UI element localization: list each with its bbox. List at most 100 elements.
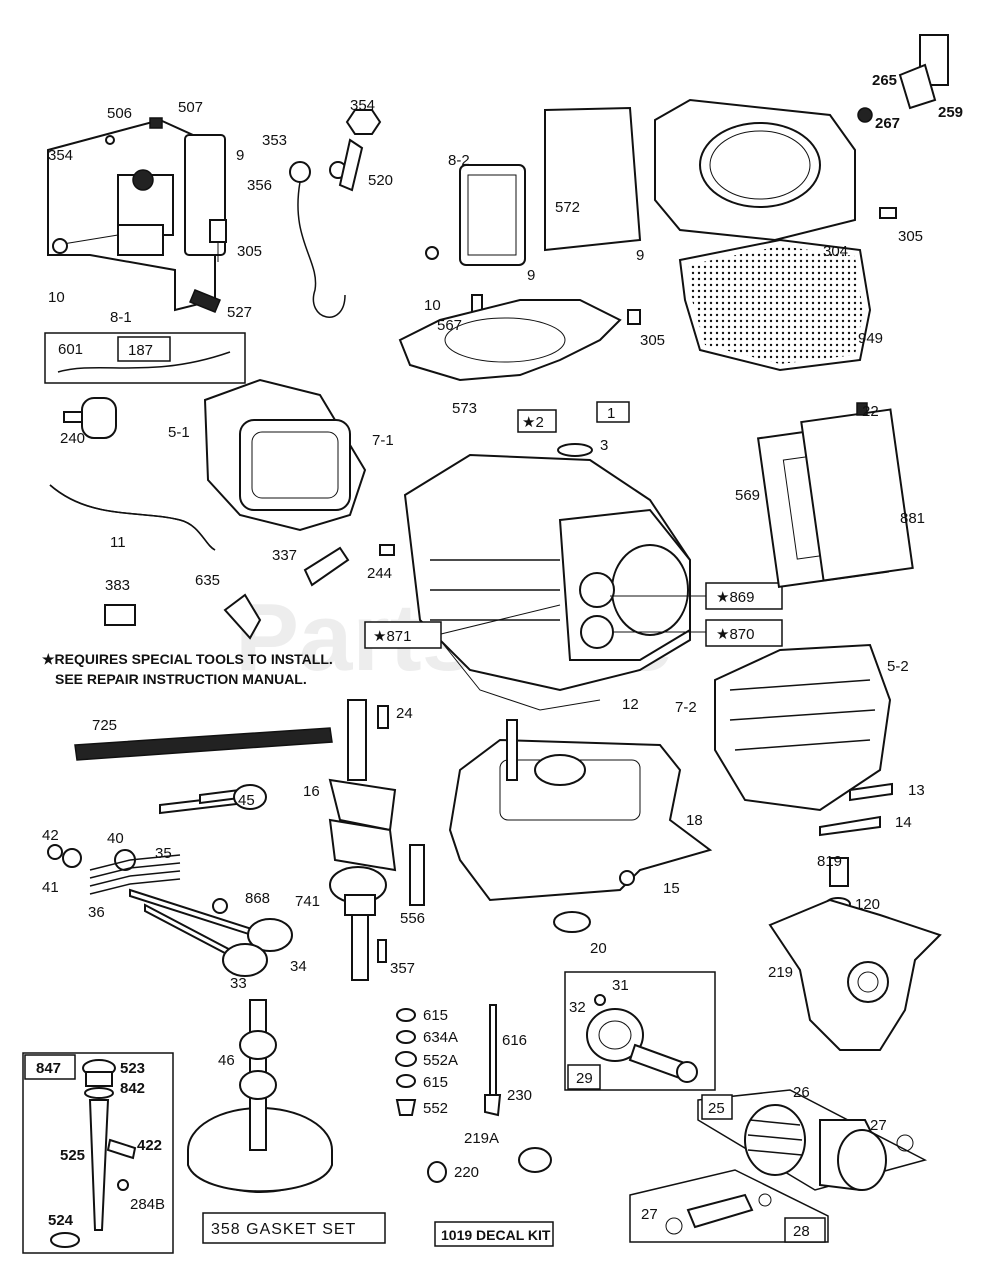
callout-41: 41 xyxy=(42,879,59,896)
callout-29-box xyxy=(567,1064,601,1090)
callout-8-1: 8-1 xyxy=(110,309,132,326)
callout-527: 527 xyxy=(227,304,252,321)
callout-3: 3 xyxy=(600,437,608,454)
callout-520: 520 xyxy=(368,172,393,189)
callout-842: 842 xyxy=(120,1080,145,1097)
callout-949: 949 xyxy=(858,330,883,347)
air-guide-panel-part xyxy=(398,106,642,382)
callout-868: 868 xyxy=(245,890,270,907)
callout-20: 20 xyxy=(590,940,607,957)
callout-25: 25 xyxy=(708,1100,725,1117)
callout-304: 304 xyxy=(823,243,848,260)
callout-552: 552 xyxy=(423,1100,448,1117)
callout-881: 881 xyxy=(900,510,925,527)
callout-725: 725 xyxy=(92,717,117,734)
callout-635: 635 xyxy=(195,572,220,589)
callout-220: 220 xyxy=(454,1164,479,1181)
gasket-set-label: 358 GASKET SET xyxy=(211,1221,356,1238)
callout-36: 36 xyxy=(88,904,105,921)
piston-pin-part xyxy=(665,1193,772,1235)
callout-284b: 284B xyxy=(130,1196,165,1213)
notice-line-1: ★REQUIRES SPECIAL TOOLS TO INSTALL. xyxy=(42,651,333,667)
callout-34: 34 xyxy=(290,958,307,975)
callout-524: 524 xyxy=(48,1212,74,1229)
callout-187-box xyxy=(117,336,171,362)
callout-16: 16 xyxy=(303,783,320,800)
callout-42: 42 xyxy=(42,827,59,844)
callout-46: 46 xyxy=(218,1052,235,1069)
callout-305: 305 xyxy=(237,243,262,260)
callout-847: 847 xyxy=(36,1060,61,1077)
callout-11: 11 xyxy=(110,534,126,551)
callout-870-box xyxy=(705,619,783,647)
callout-552a: 552A xyxy=(423,1052,458,1069)
callout-10: 10 xyxy=(424,297,441,314)
callout-2-box xyxy=(517,409,557,433)
callout-5-2: 5-2 xyxy=(887,658,909,675)
callout-35: 35 xyxy=(155,845,172,862)
air-screen-mesh xyxy=(688,246,863,364)
camshaft-part xyxy=(187,999,333,1193)
callout-13: 13 xyxy=(908,782,925,799)
governor-small-parts xyxy=(395,1004,552,1183)
connecting-rod-part xyxy=(586,994,698,1083)
callout-422: 422 xyxy=(137,1137,162,1154)
callout-9: 9 xyxy=(527,267,535,284)
callout-25-box xyxy=(701,1094,733,1120)
callout-572: 572 xyxy=(555,199,580,216)
callout-819: 819 xyxy=(817,853,842,870)
callout-32: 32 xyxy=(569,999,586,1016)
callout-7-1: 7-1 xyxy=(372,432,394,449)
callout-5-1: 5-1 xyxy=(168,424,190,441)
notice-line-2: SEE REPAIR INSTRUCTION MANUAL. xyxy=(55,671,307,687)
callout-7-2: 7-2 xyxy=(675,699,697,716)
callout-265: 265 xyxy=(872,72,897,89)
callout-230: 230 xyxy=(507,1087,532,1104)
callout-871: ★871 xyxy=(373,628,411,645)
piston-part xyxy=(744,1104,914,1192)
callout-354: 354 xyxy=(48,147,73,164)
crankcase-cover-part xyxy=(409,719,713,933)
callout-219: 219 xyxy=(768,964,793,981)
callout-33: 33 xyxy=(230,975,247,992)
decal-kit-box xyxy=(434,1221,554,1247)
callout-219a: 219A xyxy=(464,1130,499,1147)
callout-869-box xyxy=(705,582,783,610)
callout-615: 615 xyxy=(423,1074,448,1091)
callout-14: 14 xyxy=(895,814,912,831)
callout-9: 9 xyxy=(636,247,644,264)
cylinder-block-part xyxy=(379,443,691,711)
callout-267: 267 xyxy=(875,115,900,132)
callout-26: 26 xyxy=(793,1084,810,1101)
head-gasket-right-part xyxy=(714,402,914,837)
callout-870: ★870 xyxy=(716,626,754,643)
callout-8-2: 8-2 xyxy=(448,152,470,169)
decal-kit-label: 1019 DECAL KIT xyxy=(441,1227,551,1243)
callout-871-box xyxy=(364,621,442,649)
callout-383: 383 xyxy=(105,577,130,594)
governor-bracket-part xyxy=(768,857,942,1051)
callout-507: 507 xyxy=(178,99,203,116)
callout-259: 259 xyxy=(938,104,963,121)
callout-556: 556 xyxy=(400,910,425,927)
callout-27: 27 xyxy=(641,1206,658,1223)
callout-353: 353 xyxy=(262,132,287,149)
oil-fill-tube-part xyxy=(50,1059,137,1248)
callout-18: 18 xyxy=(686,812,703,829)
gasket-set-box xyxy=(202,1212,386,1244)
callout-29: 29 xyxy=(576,1070,593,1087)
callout-187: 187 xyxy=(128,342,153,359)
callout-567: 567 xyxy=(437,317,462,334)
callout-573: 573 xyxy=(452,400,477,417)
callout-506: 506 xyxy=(107,105,132,122)
callout-40: 40 xyxy=(107,830,124,847)
cylinder-head-left-part xyxy=(49,378,367,640)
callout-616: 616 xyxy=(502,1032,527,1049)
callout-244: 244 xyxy=(367,565,392,582)
callout-869: ★869 xyxy=(716,589,754,606)
callout-601: 601 xyxy=(58,341,83,358)
callout-45: 45 xyxy=(238,792,255,809)
control-bracket-part xyxy=(47,117,226,312)
valve-train-part xyxy=(47,705,389,977)
